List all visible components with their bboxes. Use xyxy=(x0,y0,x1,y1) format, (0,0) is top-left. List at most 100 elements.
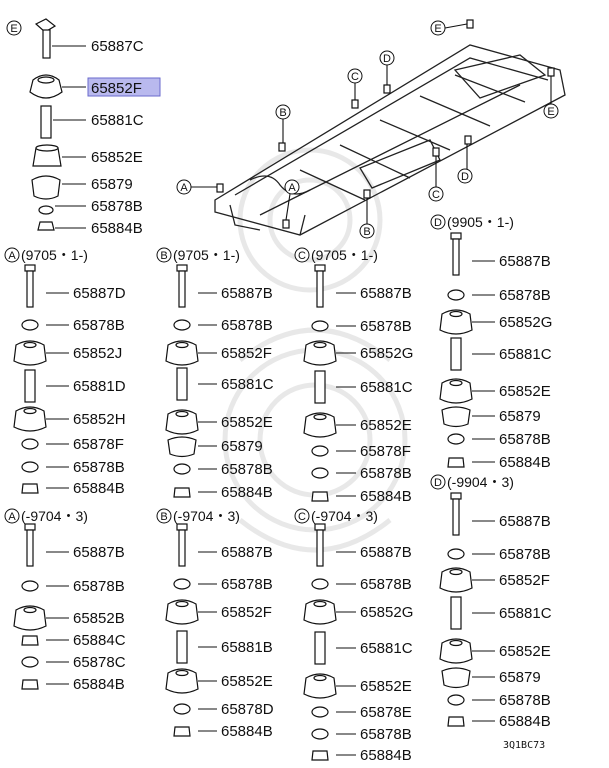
part-label[interactable]: 65852E xyxy=(91,149,143,166)
part-label[interactable]: 65852E xyxy=(360,678,412,695)
part-illustration xyxy=(314,523,326,567)
part-label[interactable]: 65852F xyxy=(221,345,272,362)
part-row: 65878B xyxy=(173,576,273,593)
part-label[interactable]: 65884B xyxy=(91,220,143,237)
part-label[interactable]: 65852F xyxy=(221,604,272,621)
svg-text:A: A xyxy=(180,182,188,194)
part-label[interactable]: 65852E xyxy=(360,417,412,434)
part-label[interactable]: 65881C xyxy=(91,112,144,129)
part-illustration xyxy=(303,340,337,366)
part-row: 65887D xyxy=(24,264,126,308)
part-label[interactable]: 65881C xyxy=(499,605,552,622)
part-label[interactable]: 65879 xyxy=(499,669,541,686)
part-label[interactable]: 65878B xyxy=(221,576,273,593)
part-label[interactable]: 65852E xyxy=(499,383,551,400)
part-row: 65881C xyxy=(450,596,552,630)
part-label[interactable]: 65878B xyxy=(499,692,551,709)
part-row: 65887B xyxy=(450,492,551,536)
part-row: 65878B xyxy=(311,318,412,335)
group-header: C(9705・1-) xyxy=(294,247,378,263)
part-row: 65887B xyxy=(176,523,273,567)
part-illustration xyxy=(439,567,473,593)
part-label[interactable]: 65878B xyxy=(221,317,273,334)
part-label[interactable]: 65852H xyxy=(73,411,126,428)
part-label[interactable]: 65884B xyxy=(73,676,125,693)
part-label[interactable]: 65884C xyxy=(73,632,126,649)
part-label[interactable]: 65878B xyxy=(91,198,143,215)
part-label[interactable]: 65878D xyxy=(221,701,274,718)
part-label[interactable]: 65887B xyxy=(360,285,412,302)
group-a-new: A(9705・1-)65887D65878B65852J65881D65852H… xyxy=(4,247,126,497)
part-label[interactable]: 65881C xyxy=(499,346,552,363)
part-illustration xyxy=(165,340,199,366)
part-label[interactable]: 65878B xyxy=(360,576,412,593)
part-label[interactable]: 65887B xyxy=(499,253,551,270)
part-label[interactable]: 65879 xyxy=(221,438,263,455)
part-label[interactable]: 65884B xyxy=(499,454,551,471)
part-label[interactable]: 65887B xyxy=(499,513,551,530)
part-label[interactable]: 65852E xyxy=(499,643,551,660)
part-label[interactable]: 65878B xyxy=(73,317,125,334)
part-label[interactable]: 65884B xyxy=(360,747,412,764)
part-label[interactable]: 65878B xyxy=(221,461,273,478)
part-label[interactable]: 65879 xyxy=(499,408,541,425)
part-label[interactable]: 65884B xyxy=(499,713,551,730)
part-label[interactable]: 65881C xyxy=(221,376,274,393)
part-label[interactable]: 65852E xyxy=(221,414,273,431)
part-label[interactable]: 65884B xyxy=(221,484,273,501)
part-label[interactable]: 65879 xyxy=(91,176,133,193)
part-label[interactable]: 65887C xyxy=(91,38,144,55)
part-label[interactable]: 65852G xyxy=(360,345,413,362)
part-label[interactable]: 65878F xyxy=(360,443,411,460)
part-label[interactable]: 65878B xyxy=(499,546,551,563)
part-label[interactable]: 65881C xyxy=(360,640,413,657)
part-label[interactable]: 65878B xyxy=(499,287,551,304)
part-label[interactable]: 65878E xyxy=(360,704,412,721)
part-label[interactable]: 65878B xyxy=(73,459,125,476)
group-a-old: A(-9704・3)65887B65878B65852B65884C65878C… xyxy=(4,508,126,693)
part-row: 65879 xyxy=(441,406,541,428)
frame-callout-e-top: E xyxy=(430,20,468,36)
part-label[interactable]: 65887B xyxy=(221,544,273,561)
part-label[interactable]: 65852E xyxy=(221,673,273,690)
part-label[interactable]: 65887D xyxy=(73,285,126,302)
part-illustration xyxy=(447,716,465,727)
part-label[interactable]: 65881D xyxy=(73,378,126,395)
part-label[interactable]: 65884B xyxy=(73,480,125,497)
bolt-illustration xyxy=(34,18,57,59)
svg-text:E: E xyxy=(547,106,554,118)
part-label[interactable]: 65852F xyxy=(499,572,550,589)
part-illustration xyxy=(311,320,329,332)
part-illustration xyxy=(447,548,465,560)
part-label[interactable]: 65887B xyxy=(221,285,273,302)
part-label[interactable]: 65878B xyxy=(360,318,412,335)
part-label[interactable]: 65887B xyxy=(360,544,412,561)
part-label[interactable]: 65884B xyxy=(360,488,412,505)
part-label[interactable]: 65878B xyxy=(73,578,125,595)
part-illustration xyxy=(311,445,329,457)
part-label[interactable]: 65852J xyxy=(73,345,122,362)
part-label[interactable]: 65852B xyxy=(73,610,125,627)
part-label[interactable]: 65881C xyxy=(360,379,413,396)
part-row: 65852E xyxy=(439,638,551,664)
part-label[interactable]: 65884B xyxy=(221,723,273,740)
part-label[interactable]: 65852G xyxy=(499,314,552,331)
part-illustration xyxy=(450,596,462,630)
part-illustration xyxy=(21,483,39,494)
part-label[interactable]: 65852G xyxy=(360,604,413,621)
part-illustration xyxy=(173,463,191,475)
part-label[interactable]: 65887B xyxy=(73,544,125,561)
group-header: D(-9904・3) xyxy=(430,474,514,490)
part-row: 65884B xyxy=(311,488,412,505)
part-label[interactable]: 65878F xyxy=(73,436,124,453)
part-row: 65852G xyxy=(303,340,413,366)
part-label[interactable]: 65878B xyxy=(499,431,551,448)
part-row: 65878B xyxy=(21,578,125,595)
part-label[interactable]: 65878B xyxy=(360,726,412,743)
part-label[interactable]: 65878B xyxy=(360,465,412,482)
group-b-new: B(9705・1-)65887B65878B65852F65881C65852E… xyxy=(156,247,274,501)
part-label[interactable]: 65878C xyxy=(73,654,126,671)
part-label[interactable]: 65881B xyxy=(221,639,273,656)
part-label-highlighted[interactable]: 65852F xyxy=(91,80,142,97)
